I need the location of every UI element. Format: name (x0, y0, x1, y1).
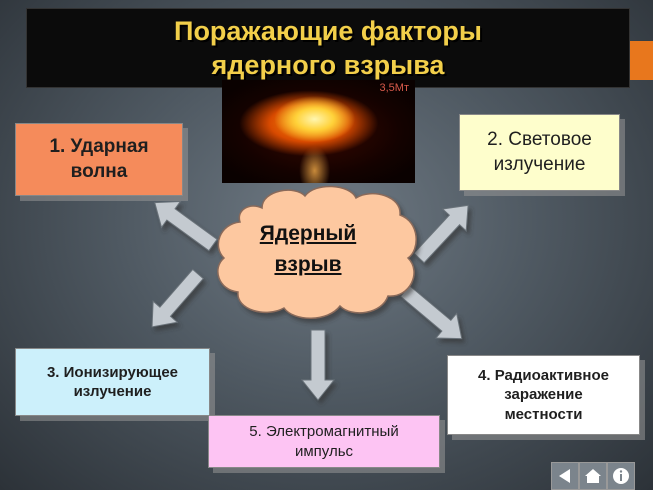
factor-4-line-1: 4. Радиоактивное (478, 366, 609, 384)
factor-box-light-radiation: 2. Световое излучение (459, 114, 620, 191)
factor-box-ionizing-radiation: 3. Ионизирующее излучение (15, 348, 210, 416)
factor-box-shock-wave: 1. Ударная волна (15, 123, 183, 196)
factor-4-line-3: местности (504, 405, 583, 423)
factor-2-line-2: излучение (493, 153, 586, 175)
center-label-line-2: взрыв (274, 253, 342, 276)
accent-square (630, 41, 653, 80)
center-label-line-1: Ядерный (259, 222, 357, 245)
explosion-label: 3,5Мт (379, 82, 410, 94)
arrow-to-f2 (413, 204, 469, 264)
factor-1-line-2: волна (70, 160, 128, 182)
factor-2-line-1: 2. Световое (487, 128, 592, 150)
title-bar: Поражающие факторы ядерного взрыва (26, 8, 630, 88)
back-arrow-icon[interactable] (551, 462, 579, 490)
factor-5-line-2: импульс (294, 442, 354, 460)
factor-1-line-1: 1. Ударная (49, 135, 149, 157)
info-icon[interactable] (607, 462, 635, 490)
title-line-1: Поражающие факторы (174, 16, 482, 46)
factor-4-line-2: заражение (504, 386, 583, 404)
arrow-to-f4 (399, 284, 463, 340)
arrow-to-f1 (154, 200, 218, 252)
factor-box-radioactive-contamination: 4. Радиоактивное заражение местности (447, 355, 640, 435)
home-icon[interactable] (579, 462, 607, 490)
title-line-2: ядерного взрыва (211, 50, 445, 80)
factor-5-line-1: 5. Электромагнитный (249, 423, 399, 440)
factor-3-line-2: излучение (73, 383, 152, 400)
arrow-to-f5 (300, 329, 336, 401)
factor-box-electromagnetic-pulse: 5. Электромагнитный импульс (208, 415, 440, 468)
center-label: Ядерный взрыв (224, 218, 392, 280)
center-cloud (217, 185, 417, 319)
factor-3-line-1: 3. Ионизирующее (46, 363, 179, 381)
arrow-to-f3 (151, 268, 204, 328)
explosion-image: 3,5Мт (222, 80, 415, 183)
